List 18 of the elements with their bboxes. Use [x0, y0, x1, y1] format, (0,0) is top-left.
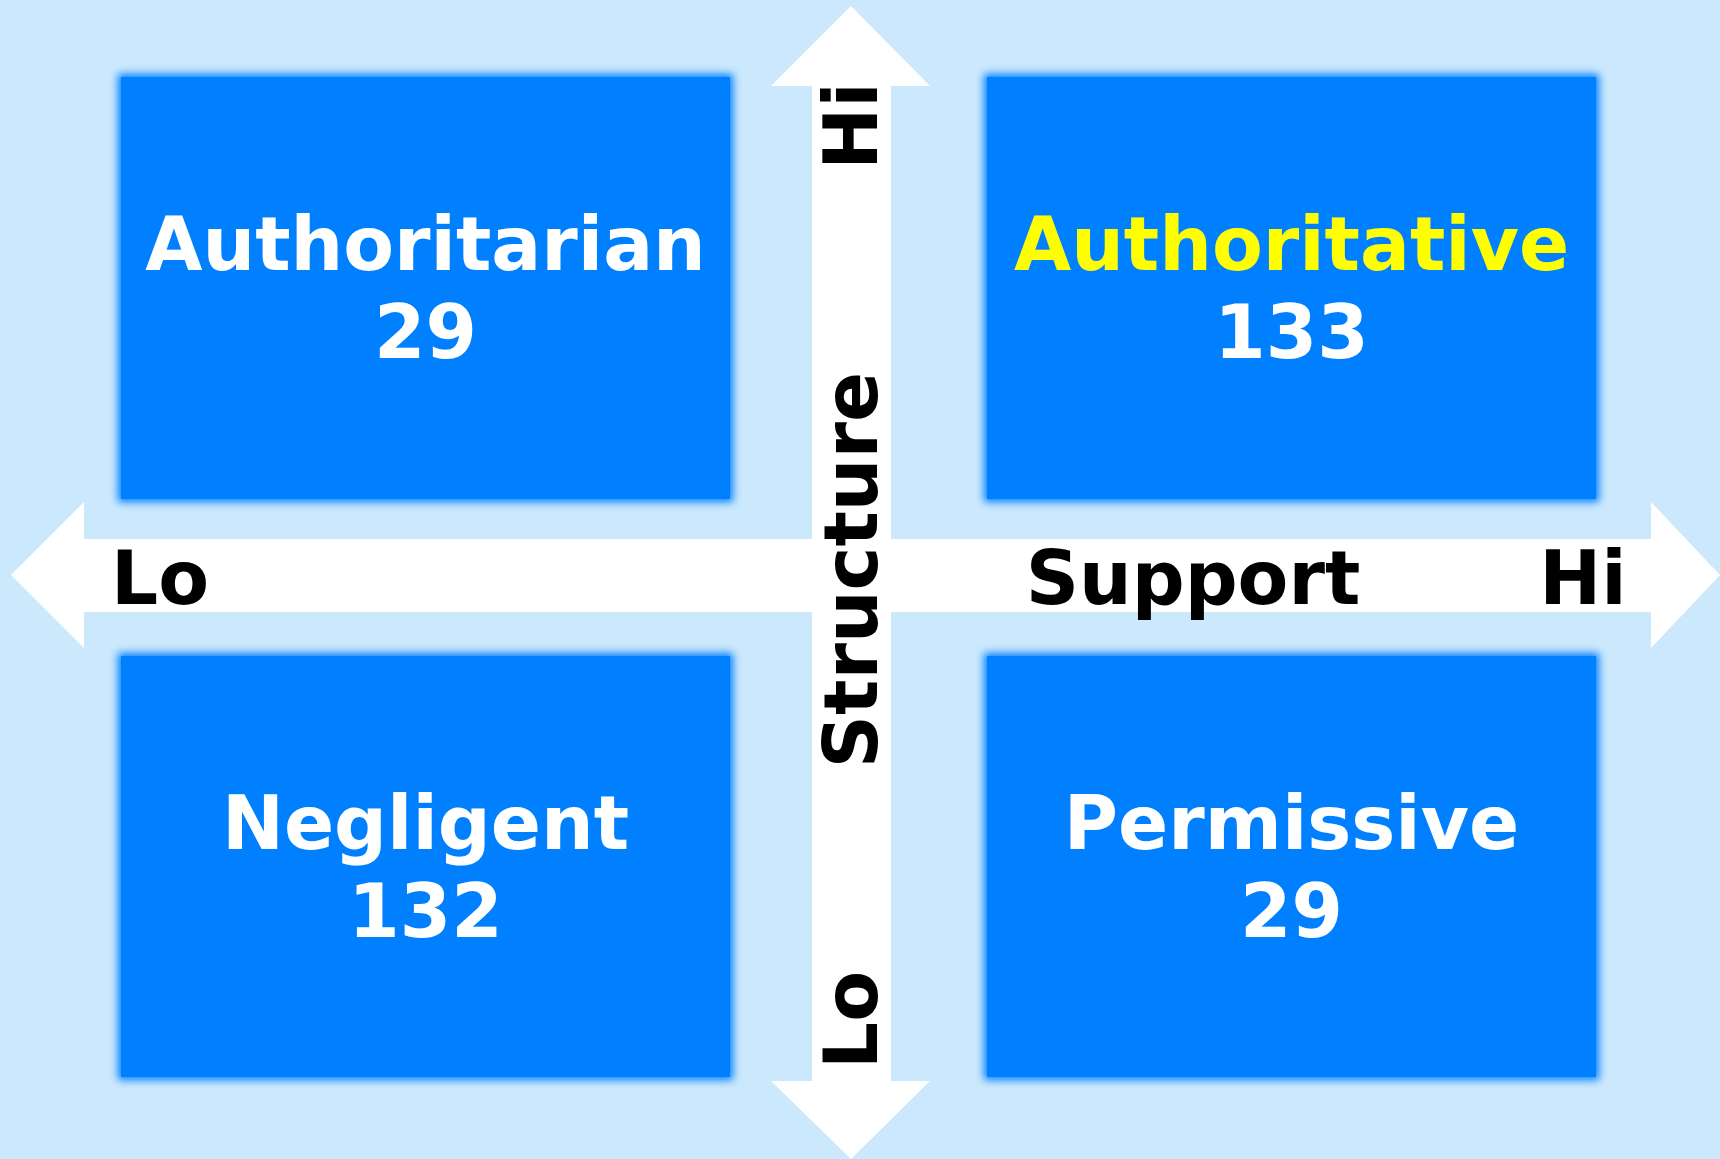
axis-end-label: Hi — [811, 82, 891, 170]
axis-title: Structure — [811, 371, 891, 769]
quadrant-box — [121, 77, 730, 499]
quadrant-count: 29 — [374, 288, 477, 376]
quadrant-box — [987, 656, 1596, 1077]
quadrant-title: Authoritative — [1013, 200, 1570, 288]
quadrant-title: Authoritarian — [145, 200, 706, 288]
quadrant-box — [121, 656, 730, 1077]
axis-end-label: Hi — [1539, 538, 1627, 618]
quadrant-title: Negligent — [221, 778, 629, 867]
quadrant-count: 29 — [1240, 866, 1343, 955]
axis-title: Support — [1025, 538, 1361, 618]
quadrant-count: 133 — [1214, 288, 1369, 376]
quadrant-box — [987, 77, 1596, 499]
axis-end-label: Lo — [811, 971, 891, 1069]
quadrant-count: 132 — [348, 866, 503, 955]
quadrant-title: Permissive — [1063, 778, 1520, 867]
axis-end-label: Lo — [111, 538, 209, 618]
